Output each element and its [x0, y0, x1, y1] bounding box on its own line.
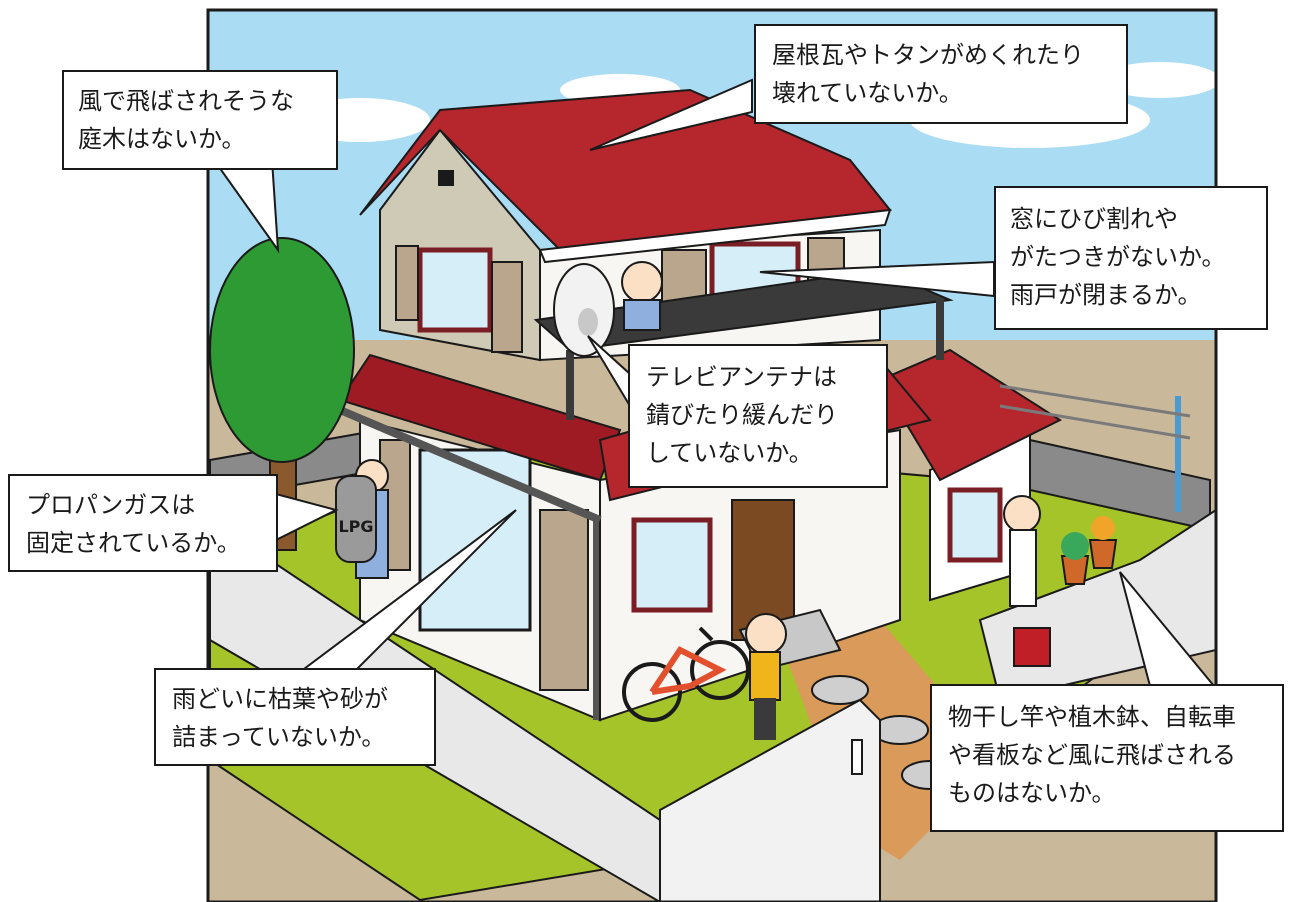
callout-line: 窓にひび割れや [1010, 205, 1178, 233]
front-wall-center [659, 698, 881, 902]
annex-roof [878, 348, 1063, 482]
upper-window [417, 247, 493, 333]
wire [999, 384, 1191, 418]
callout-line: 固定されているか。 [26, 529, 241, 557]
child-body [749, 651, 781, 701]
callout-objects: 物干し竿や植木鉢、自転車 や看板など風に飛ばされる ものはないか。 [930, 684, 1284, 832]
child-legs [754, 698, 776, 740]
wire [999, 404, 1191, 440]
flower-pot-icon [1060, 516, 1118, 585]
callout-line: 物干し竿や植木鉢、自転車 [948, 703, 1236, 731]
callout-line: 風で飛ばされそうな [78, 87, 294, 115]
callout-line: 庭木はないか。 [78, 125, 246, 153]
rain-gutter [338, 406, 602, 524]
callout-line: 壊れていないか。 [772, 79, 963, 107]
callout-line: 雨戸が閉まるか。 [1010, 281, 1202, 309]
callout-antenna: テレビアンテナは 錆びたり緩んだり していないか。 [628, 344, 888, 488]
bicycle-icon [622, 626, 750, 722]
annex-window [947, 487, 1003, 563]
person-body [623, 299, 661, 331]
callout-line: 詰まっていないか。 [172, 723, 386, 751]
propane-tank-icon [335, 475, 377, 563]
callout-line: していないか。 [646, 439, 813, 467]
callout-line: や看板など風に飛ばされる [948, 741, 1236, 769]
front-window [631, 517, 713, 613]
woman-head [1003, 495, 1041, 533]
callout-pointer [589, 78, 753, 151]
shutter [539, 509, 589, 691]
main-roof [359, 88, 892, 252]
callout-propane: プロパンガスは 固定されているか。 [8, 474, 278, 572]
shutter [491, 261, 523, 353]
callout-line: プロパンガスは [26, 491, 196, 519]
callout-roof: 屋根瓦やトタンがめくれたり 壊れていないか。 [754, 24, 1128, 124]
shutter [395, 245, 419, 321]
dish-center [578, 308, 598, 336]
roof-edge [538, 208, 892, 264]
callout-line: 錆びたり緩んだり [646, 401, 838, 429]
tree-icon [209, 237, 355, 463]
callout-line: ものはないか。 [948, 779, 1116, 807]
illustration-frame [206, 8, 1218, 902]
stepping-stone [811, 675, 869, 705]
mailbox-icon [1013, 627, 1051, 667]
gate-handle [851, 739, 863, 775]
callout-line: 屋根瓦やトタンがめくれたり [772, 41, 1084, 69]
callout-line: がたつきがないか。 [1010, 243, 1226, 271]
callout-window: 窓にひび割れや がたつきがないか。 雨戸が閉まるか。 [994, 186, 1268, 330]
callout-tree: 風で飛ばされそうな 庭木はないか。 [62, 70, 338, 170]
callout-gutter: 雨どいに枯葉や砂が 詰まっていないか。 [154, 668, 436, 766]
child-head [745, 613, 787, 655]
cloud [1100, 62, 1220, 98]
woman-body [1009, 529, 1037, 607]
awning-roof [338, 353, 622, 482]
gas-tank-label: LPG [338, 517, 373, 536]
attic-vent [438, 170, 454, 186]
person-head [621, 261, 663, 303]
callout-line: 雨どいに枯葉や砂が [172, 685, 388, 713]
callout-line: テレビアンテナは [646, 363, 838, 391]
